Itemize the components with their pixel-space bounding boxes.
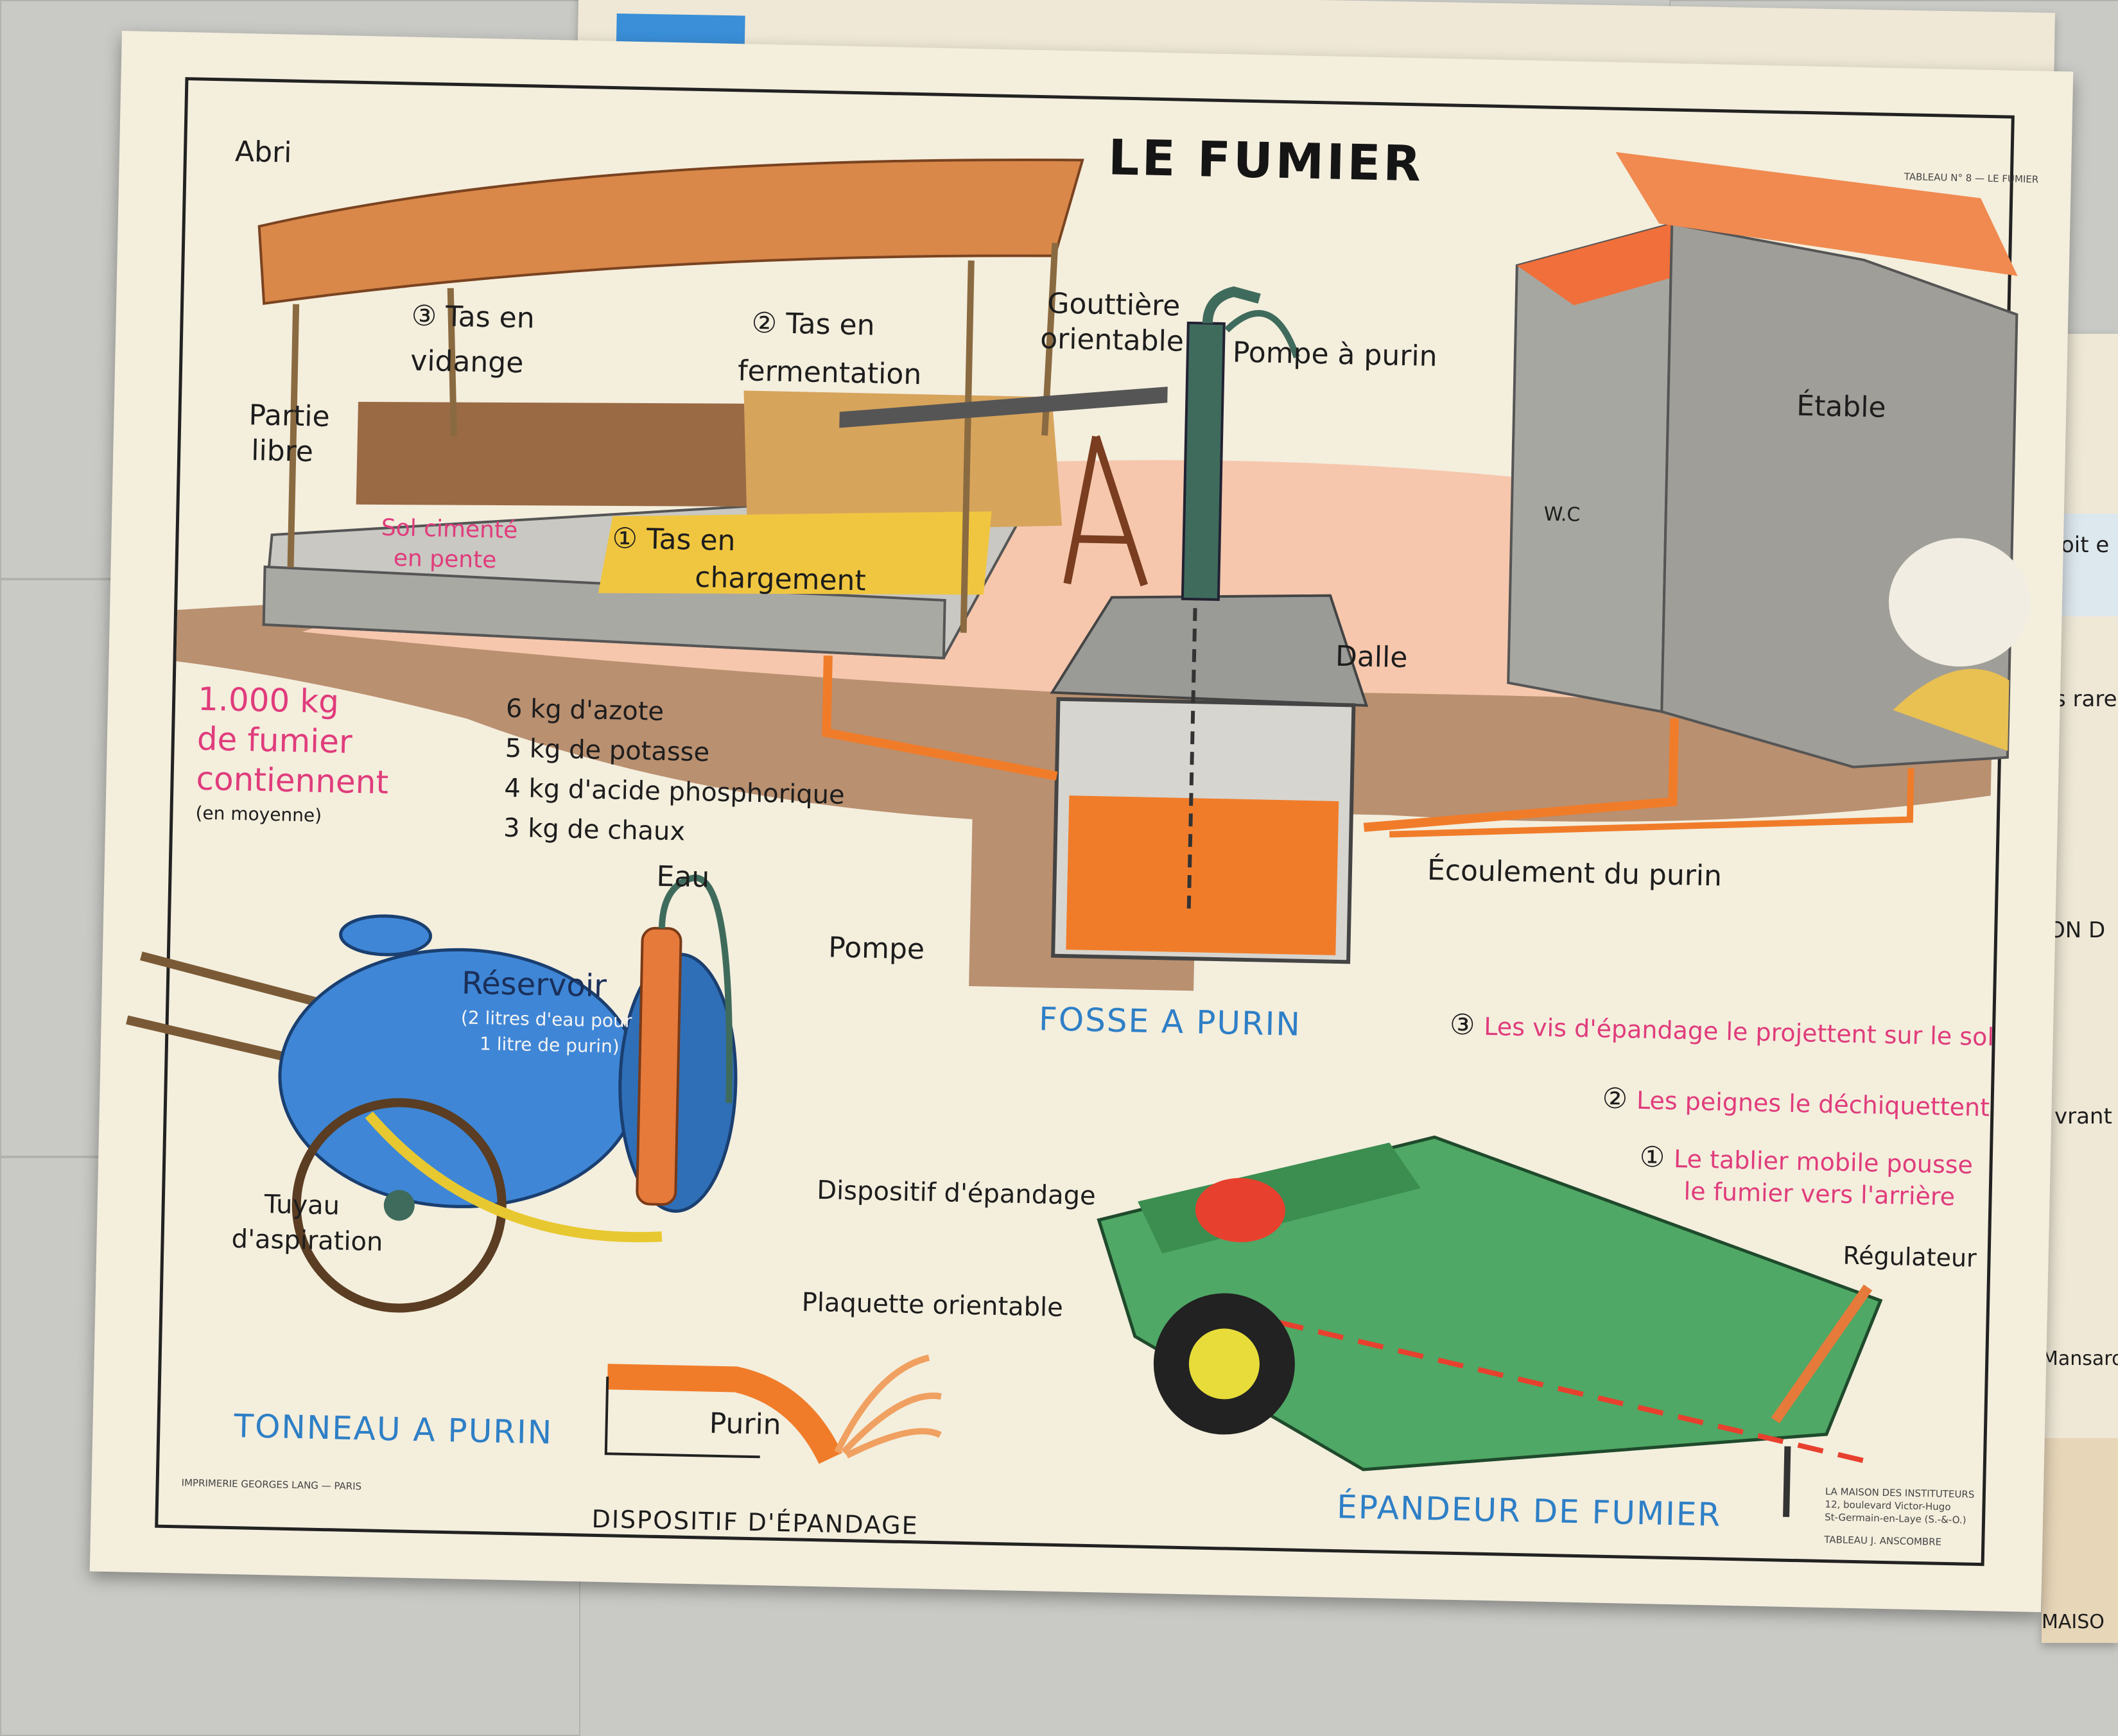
background-fragment-5: Mansarde xyxy=(2042,1348,2118,1370)
heap2-text-1: Tas en xyxy=(785,307,876,342)
regulator-lever xyxy=(1771,1284,1873,1423)
label-wc: W.C xyxy=(1543,503,1581,526)
cow xyxy=(1888,538,2030,667)
label-heap1-line2: chargement xyxy=(694,560,867,598)
pump-spout xyxy=(1202,286,1261,324)
roof-post xyxy=(447,288,457,437)
suction-hose xyxy=(365,1111,663,1242)
step2-number: ② xyxy=(1602,1082,1628,1116)
spreader-stand xyxy=(1783,1446,1791,1517)
label-aspiration: d'aspiration xyxy=(231,1224,383,1257)
label-ecoulement: Écoulement du purin xyxy=(1427,853,1723,893)
heap-3-vidange xyxy=(356,401,767,507)
label-heap2: ② Tas en xyxy=(751,306,876,343)
heap1-number: ① xyxy=(612,522,638,555)
composition-item: 6 kg d'azote xyxy=(505,693,664,727)
background-fragment-1: oit e xyxy=(2061,532,2110,558)
poster-title: LE FUMIER xyxy=(1107,128,1424,193)
moving-apron xyxy=(1237,1310,1865,1464)
label-libre: libre xyxy=(250,434,314,469)
label-partie: Partie xyxy=(248,399,331,433)
label-reservoir: Réservoir xyxy=(461,965,607,1005)
label-pompe-purin: Pompe à purin xyxy=(1232,336,1438,374)
heap-1-chargement xyxy=(598,511,992,595)
roof-post xyxy=(960,260,975,633)
heap2-number: ② xyxy=(751,306,777,340)
tank-pump xyxy=(636,926,682,1206)
epandeur-step1: ① Le tablier mobile pousse xyxy=(1639,1141,1973,1181)
label-heap3: ③ Tas en xyxy=(411,300,535,336)
spreader-vis xyxy=(1195,1177,1285,1242)
composition-item: 5 kg de potasse xyxy=(505,733,710,768)
heap3-text-1: Tas en xyxy=(445,300,535,335)
wheel-hub xyxy=(383,1190,415,1221)
composition-qty: 1.000 kg xyxy=(197,680,340,721)
chute-outline xyxy=(604,1376,760,1459)
tank-pump-handle xyxy=(658,874,733,1104)
label-gouttiere: Gouttière xyxy=(1046,287,1181,323)
spreader-body xyxy=(1097,1135,1883,1471)
label-reservoir-note-2: 1 litre de purin) xyxy=(479,1033,620,1057)
purin-in-pit xyxy=(1066,795,1339,955)
background-fragment-4: vrant xyxy=(2054,1104,2112,1129)
label-sol-cimente: Sol cimenté xyxy=(381,514,518,544)
pump-handle xyxy=(1224,310,1300,359)
step1-number: ① xyxy=(1639,1140,1665,1174)
background-poster-house xyxy=(2042,1438,2118,1643)
label-purin: Purin xyxy=(709,1407,782,1441)
label-eau: Eau xyxy=(656,860,710,894)
spreader-wheel-rim xyxy=(1188,1328,1260,1400)
pit-slab xyxy=(1050,594,1369,707)
stable-straw xyxy=(1893,668,2009,751)
heap1-text-1: Tas en xyxy=(646,523,736,558)
pump-pipe xyxy=(1186,567,1198,914)
tank-inlet xyxy=(339,914,433,957)
label-dalle: Dalle xyxy=(1335,639,1408,675)
label-heap1: ① Tas en xyxy=(612,522,736,558)
label-orientable: orientable xyxy=(1039,322,1185,358)
label-heap2-line2: fermentation xyxy=(737,354,922,392)
label-reservoir-note-1: (2 litres d'eau pour xyxy=(460,1007,632,1032)
composition-item: 3 kg de chaux xyxy=(503,813,686,847)
caption-fosse: FOSSE A PURIN xyxy=(1038,1000,1302,1043)
step1-text-2: le fumier vers l'arrière xyxy=(1683,1177,1956,1211)
label-heap3-line2: vidange xyxy=(410,344,524,380)
drain-from-stable xyxy=(1389,768,1914,838)
stable-roof xyxy=(1615,152,2018,276)
manure-poster: LE FUMIER TABLEAU N° 8 — LE FUMIER Abri … xyxy=(89,31,2074,1613)
purin-pump-body xyxy=(1181,321,1226,602)
shelter-roof xyxy=(257,158,1084,305)
composition-contiennent: contiennent xyxy=(196,759,389,801)
background-fragment-2: s rare xyxy=(2054,686,2117,712)
label-etable: Étable xyxy=(1796,389,1887,424)
label-abri: Abri xyxy=(234,135,292,169)
label-en-pente: en pente xyxy=(393,545,497,574)
label-plaquette: Plaquette orientable xyxy=(801,1287,1064,1323)
label-tuyau: Tuyau xyxy=(264,1190,340,1221)
roof-post xyxy=(287,304,300,568)
gutter xyxy=(839,386,1168,428)
drain-from-wc xyxy=(1363,718,1680,832)
imprint-right-4: TABLEAU J. ANSCOMBRE xyxy=(1824,1534,1942,1548)
heap-2-fermentation xyxy=(743,390,1063,532)
composition-note: (en moyenne) xyxy=(195,802,322,826)
poster-illustration xyxy=(126,152,2030,1517)
spray-jets xyxy=(834,1354,942,1459)
heap3-number: ③ xyxy=(411,299,437,333)
label-dispositif: Dispositif d'épandage xyxy=(816,1176,1097,1211)
step2-text: Les peignes le déchiquettent xyxy=(1636,1086,1990,1122)
trestle xyxy=(1063,435,1148,587)
label-pompe: Pompe xyxy=(828,931,925,966)
background-fragment-3: ON D xyxy=(2048,917,2106,943)
composition-fumier: de fumier xyxy=(196,720,353,761)
step3-number: ③ xyxy=(1449,1008,1476,1042)
caption-tonneau: TONNEAU A PURIN xyxy=(233,1407,553,1452)
spreading-chute xyxy=(607,1364,842,1464)
background-fragment-6: MAISO xyxy=(2042,1611,2105,1633)
step1-text-1: Le tablier mobile pousse xyxy=(1673,1145,1974,1179)
drain-from-shelter xyxy=(822,655,1058,781)
label-regulateur: Régulateur xyxy=(1843,1241,1977,1272)
